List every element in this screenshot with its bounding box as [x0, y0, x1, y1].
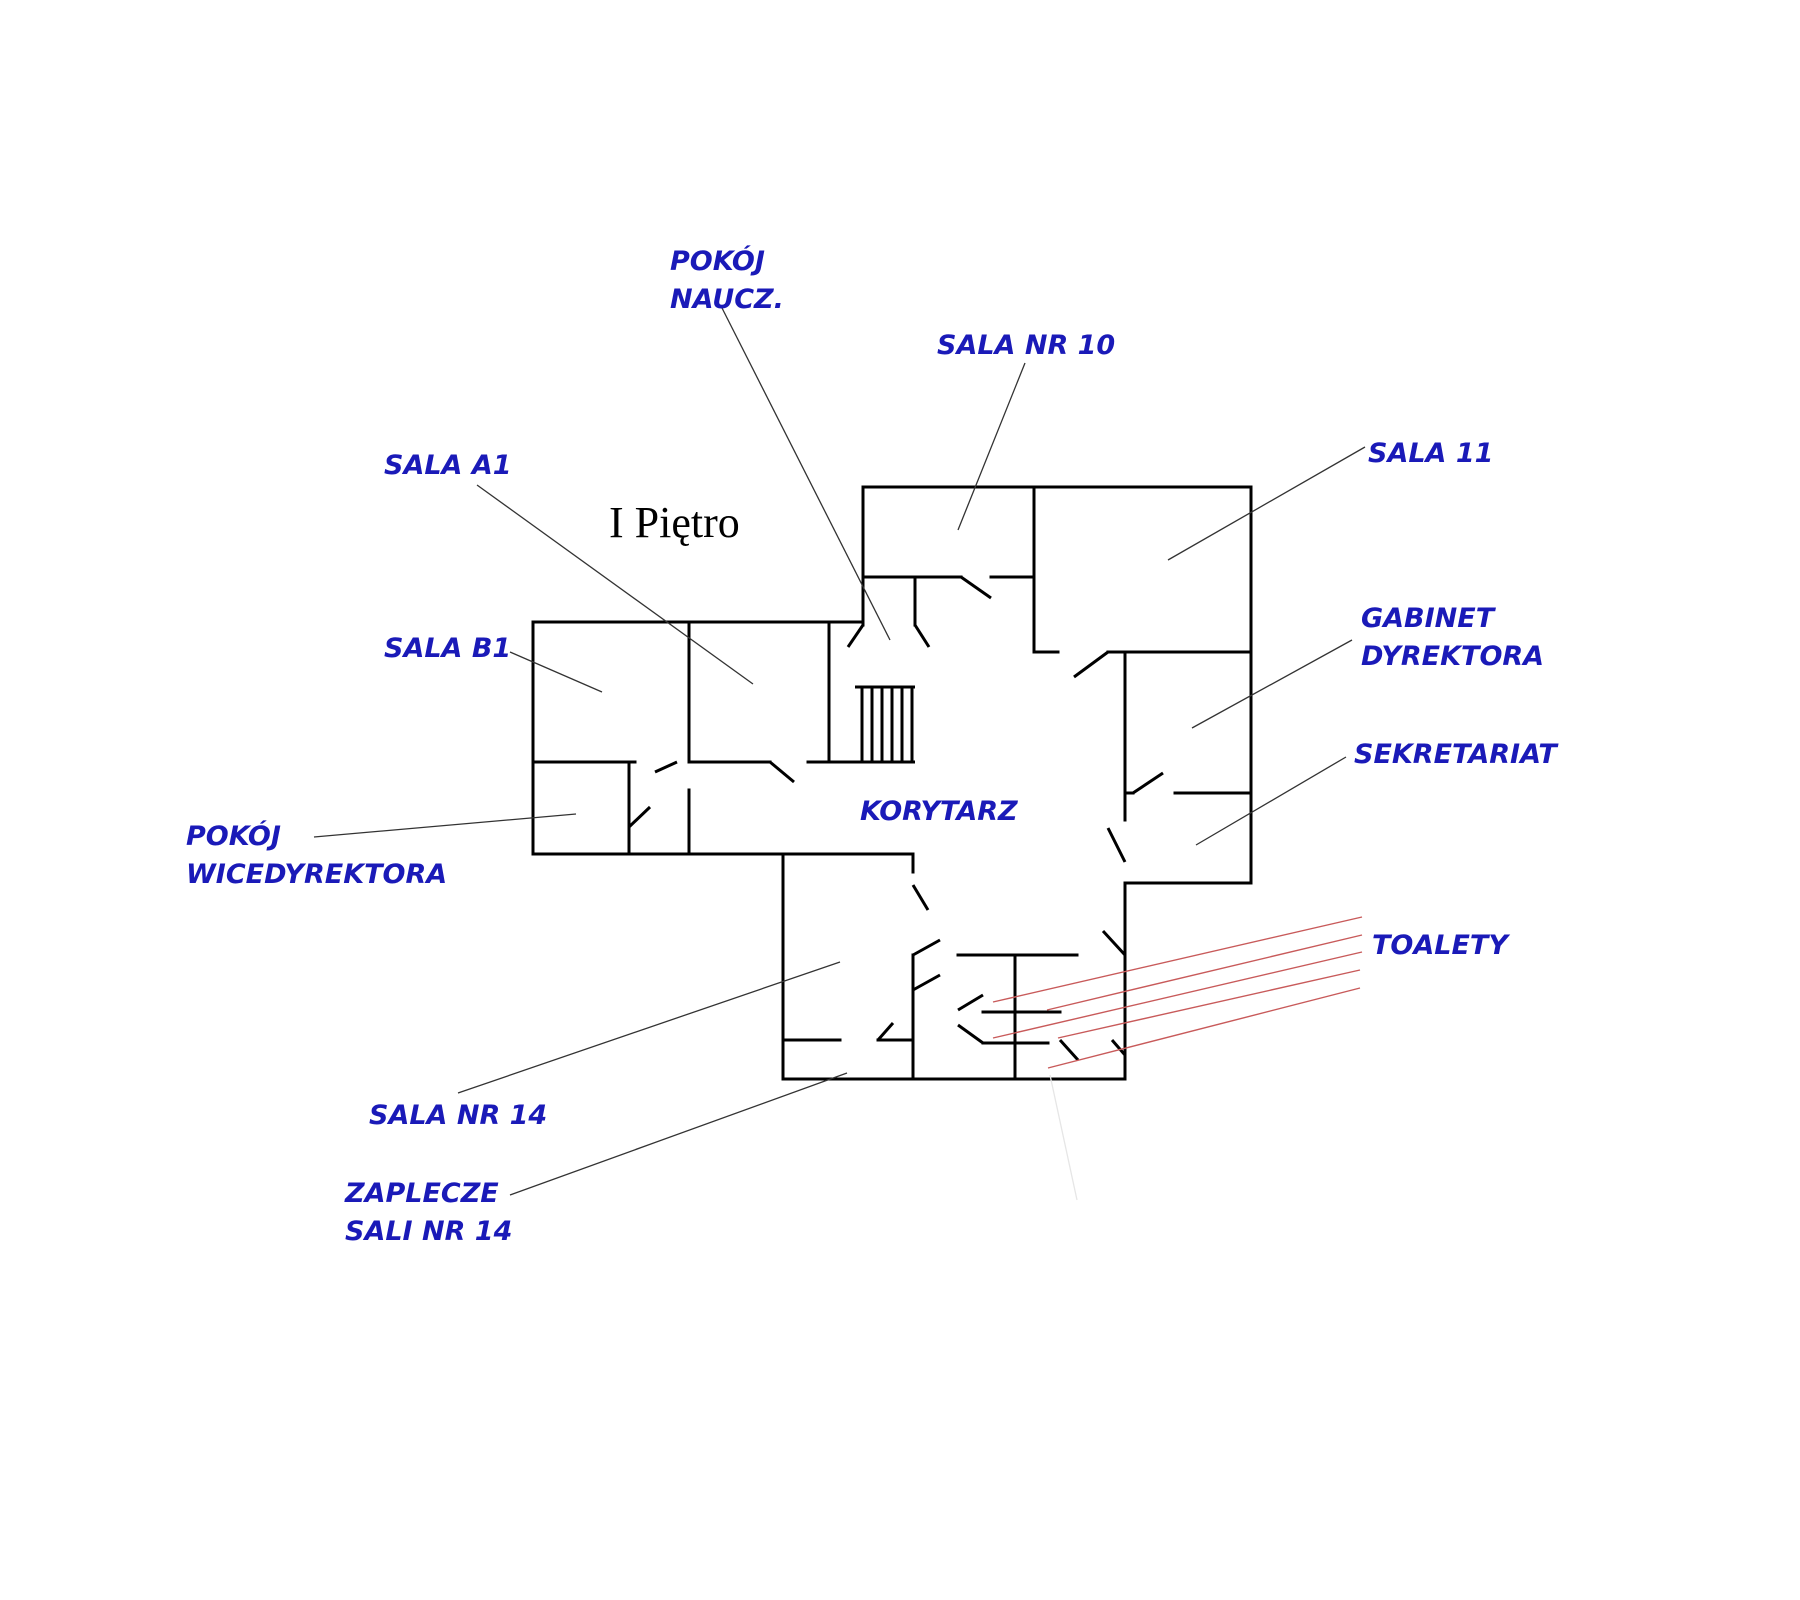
label-zaplecze-sali-nr-14-line-1: ZAPLECZE: [344, 1178, 499, 1209]
outer-wall: [531, 485, 1253, 1081]
leader-sala-a1: [476, 484, 754, 685]
leader-toalety-1: [992, 916, 1363, 1003]
floor-title: I Piętro: [609, 498, 740, 547]
label-sala-nr-14: SALA NR 14: [369, 1100, 547, 1131]
label-sala-nr-10: SALA NR 10: [937, 330, 1115, 361]
doors: [627, 575, 1164, 1062]
door-sala14: [911, 884, 930, 911]
label-zaplecze-sali-nr-14-line-2: SALI NR 14: [345, 1216, 512, 1247]
label-pokoj-naucz-line-2: NAUCZ.: [670, 284, 784, 315]
leader-sala-nr-14: [457, 961, 841, 1094]
door-toilet-right: [1101, 929, 1127, 957]
label-sala-nr-14-line-1: SALA NR 14: [369, 1100, 547, 1131]
leader-toalety-3: [992, 951, 1363, 1039]
door-toilet-left-1: [912, 938, 941, 957]
label-korytarz: KORYTARZ: [860, 796, 1018, 827]
door-stall-1: [957, 993, 984, 1012]
label-korytarz-line-1: KORYTARZ: [860, 796, 1018, 827]
label-pokoj-wicedyrektora: POKÓJ WICEDYREKTORA: [186, 820, 447, 890]
leader-faint: [1049, 1074, 1078, 1201]
leader-pokoj-naucz: [721, 307, 891, 641]
label-toalety: TOALETY: [1372, 930, 1510, 961]
door-naucz-right: [913, 624, 931, 648]
label-sala-11: SALA 11: [1368, 438, 1493, 469]
door-sala11: [1073, 650, 1109, 679]
label-sekretariat: SEKRETARIAT: [1354, 739, 1559, 770]
label-pokoj-naucz-line-1: POKÓJ: [670, 245, 765, 277]
leader-sekretariat: [1195, 756, 1347, 846]
door-a1: [769, 760, 795, 784]
door-sala10: [960, 575, 992, 600]
leader-sala-nr-10: [957, 362, 1026, 531]
leader-wicedyr: [313, 813, 577, 838]
label-toalety-line-1: TOALETY: [1372, 930, 1510, 961]
label-zaplecze-sali-nr-14: ZAPLECZE SALI NR 14: [344, 1178, 512, 1247]
staircase: [808, 685, 915, 764]
label-sala-a1-line-1: SALA A1: [384, 450, 512, 481]
leader-toalety-2: [1046, 934, 1363, 1011]
room-labels: POKÓJ NAUCZ. SALA NR 10 SALA 11 SALA A1 …: [186, 245, 1559, 1247]
door-stall-4: [1110, 1039, 1127, 1056]
leader-gabinet: [1191, 639, 1353, 729]
door-sekretariat: [1106, 827, 1127, 863]
door-wicedyr: [627, 805, 652, 829]
door-b1: [654, 760, 678, 774]
label-sala-a1: SALA A1: [384, 450, 512, 481]
label-gabinet-dyrektora-line-2: DYREKTORA: [1361, 641, 1544, 672]
door-naucz-left: [846, 624, 865, 648]
label-sala-11-line-1: SALA 11: [1368, 438, 1493, 469]
building-walls: [531, 485, 1253, 1081]
label-gabinet-dyrektora-line-1: GABINET: [1361, 603, 1497, 634]
label-sala-nr-10-line-1: SALA NR 10: [937, 330, 1115, 361]
door-gabinet: [1132, 771, 1164, 795]
leader-toalety-4: [1057, 969, 1361, 1039]
label-pokoj-wicedyrektora-line-2: WICEDYREKTORA: [186, 859, 447, 890]
label-pokoj-wicedyrektora-line-1: POKÓJ: [186, 820, 281, 852]
label-sala-b1-line-1: SALA B1: [384, 633, 511, 664]
label-pokoj-naucz: POKÓJ NAUCZ.: [670, 245, 784, 315]
leader-zaplecze: [509, 1072, 848, 1196]
door-sala14-inner: [876, 1022, 895, 1041]
leader-lines: [313, 307, 1366, 1201]
label-sekretariat-line-1: SEKRETARIAT: [1354, 739, 1559, 770]
label-sala-b1: SALA B1: [384, 633, 511, 664]
leader-toalety-5: [1047, 987, 1361, 1069]
door-stall-3: [1058, 1038, 1080, 1062]
door-toilet-left-2: [912, 973, 941, 992]
door-stall-2: [957, 1023, 984, 1045]
leader-sala-11: [1167, 446, 1366, 561]
label-gabinet-dyrektora: GABINET DYREKTORA: [1361, 603, 1544, 672]
leader-sala-b1: [509, 651, 603, 693]
